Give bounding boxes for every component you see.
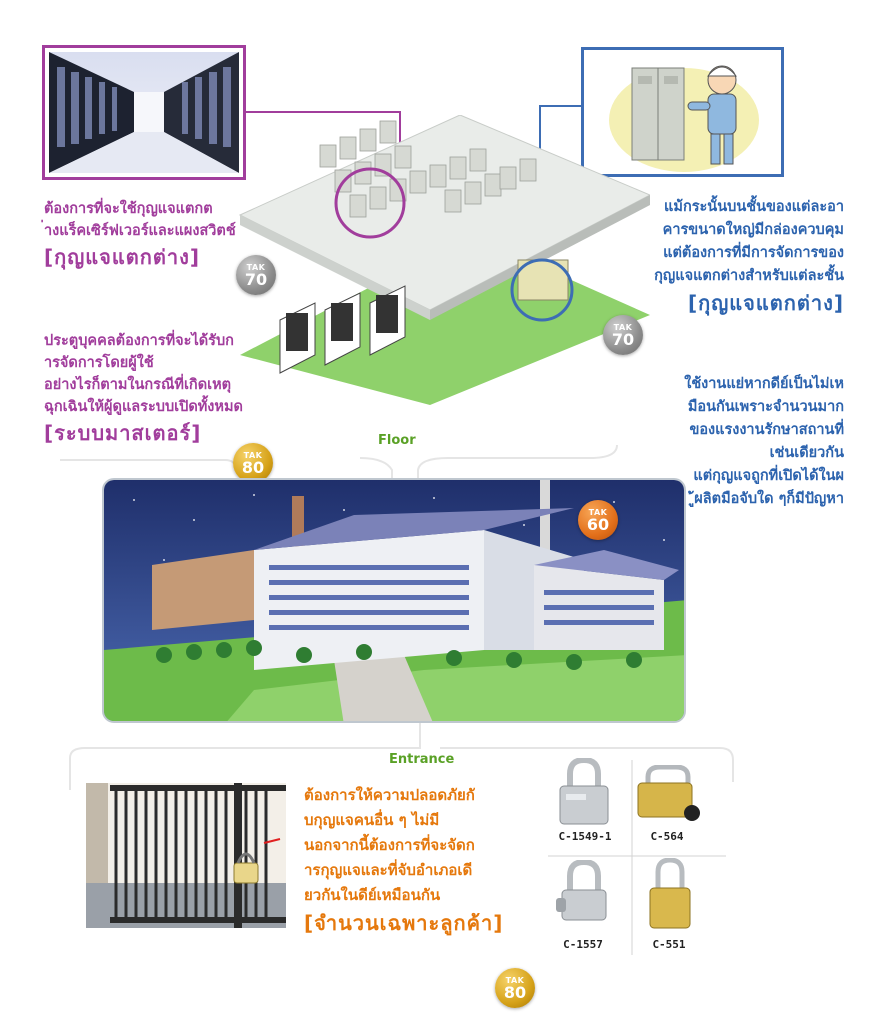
tak-badge-control-box: TAK 70 xyxy=(603,315,643,355)
maintenance-line: แต่กุญแจถูกที่เปิดได้ในผ xyxy=(693,468,844,484)
badge-tak-label: TAK xyxy=(246,262,266,272)
master-system-text: ประตูบุคคลต้องการที่จะได้รับก ารจัดการโด… xyxy=(44,330,314,448)
maintenance-line: ใช้งานแย่หากดีย์เป็นไม่เห xyxy=(684,376,844,392)
floor-illustration xyxy=(238,115,650,405)
product-label: C-1557 xyxy=(563,938,603,951)
badge-tak-label: TAK xyxy=(588,507,608,517)
master-line: อย่างไรก็ตามในกรณีที่เกิดเหตุ xyxy=(44,377,232,393)
entrance-tag: [จำนวนเฉพาะลูกค้า] xyxy=(304,911,504,935)
tak-badge-server-rack: TAK 70 xyxy=(236,255,276,295)
padlock-cylinder-icon xyxy=(556,860,607,921)
server-room-photo xyxy=(42,45,246,180)
floor-label: Floor xyxy=(378,433,416,448)
product-label: C-551 xyxy=(652,938,686,951)
maintenance-line: มือนกันเพราะจำนวนมาก xyxy=(687,399,844,415)
control-box-line: คารขนาดใหญ่มีกล่องควบคุม xyxy=(662,222,844,238)
entrance-line: ยวกันในดีย์เหมือนกัน xyxy=(304,886,441,904)
maintenance-line: ของแรงงานรักษาสถานที่ xyxy=(689,422,844,438)
control-box-line: กุญแจแตกต่างสำหรับแต่ละชั้น xyxy=(654,268,844,284)
badge-number: 70 xyxy=(611,329,635,349)
badge-number: 80 xyxy=(241,457,265,477)
server-rack-text: ต้องการที่จะใช้กุญแจแตกต ่างแร็คเซิร์ฟเว… xyxy=(44,198,304,272)
entrance-line: ารกุญแจและที่จับอำเภอเดี xyxy=(304,861,473,879)
maintenance-line: เช่นเดียวกัน xyxy=(769,445,844,461)
product-label: C-564 xyxy=(650,830,684,843)
master-line: ฉุกเฉินให้ผู้ดูแลระบบเปิดทั้งหมด xyxy=(44,399,243,415)
entrance-line: บกุญแจคนอื่น ๆ ไม่มี xyxy=(304,811,440,829)
padlock-brass-icon xyxy=(649,858,691,929)
badge-tak-label: TAK xyxy=(613,322,633,332)
tak-badge-maintenance: TAK 60 xyxy=(578,500,618,540)
badge-tak-label: TAK xyxy=(505,975,525,985)
master-line: ารจัดการโดยผู้ใช้ xyxy=(44,355,154,371)
control-box-text: แม้กระนั้นบนชั้นของแต่ละอา คารขนาดใหญ่มี… xyxy=(560,196,844,318)
maintenance-text: ใช้งานแย่หากดีย์เป็นไม่เห มือนกันเพราะจำ… xyxy=(590,373,844,511)
control-box-tag: [กุญแจแตกต่าง] xyxy=(687,291,844,315)
master-tag: [ระบบมาสเตอร์] xyxy=(44,421,202,445)
padlock-silver-icon xyxy=(559,758,609,825)
product-grid-lines xyxy=(548,760,726,955)
padlock-brass-shutter-icon xyxy=(637,765,700,821)
entrance-line: นอกจากนี้ต้องการที่จะจัดก xyxy=(304,836,475,854)
entrance-line: ต้องการให้ความปลอดภัยกั xyxy=(304,786,475,804)
control-box-illustration xyxy=(581,47,784,177)
tak-badge-entrance: TAK 80 xyxy=(495,968,535,1008)
gate-illustration xyxy=(86,783,286,928)
master-line: ประตูบุคคลต้องการที่จะได้รับก xyxy=(44,333,234,349)
badge-number: 70 xyxy=(244,269,268,289)
badge-number: 80 xyxy=(503,982,527,1002)
badge-number: 60 xyxy=(586,514,610,534)
entrance-text: ต้องการให้ความปลอดภัยกั บกุญแจคนอื่น ๆ ไ… xyxy=(304,783,544,938)
entrance-label: Entrance xyxy=(389,752,455,767)
maintenance-line: ู้ผลิตมือจับใด ๆก็มีปัญหา xyxy=(694,491,844,507)
server-rack-line: ่างแร็คเซิร์ฟเวอร์และแผงสวิตช์ xyxy=(44,223,236,239)
product-label: C-1549-1 xyxy=(558,830,612,843)
control-box-line: แต่ต้องการที่มีการจัดการของ xyxy=(663,245,844,261)
tak-badge-master: TAK 80 xyxy=(233,443,273,483)
server-rack-line: ต้องการที่จะใช้กุญแจแตกต xyxy=(44,201,213,217)
server-rack-tag: [กุญแจแตกต่าง] xyxy=(44,245,201,269)
badge-tak-label: TAK xyxy=(243,450,263,460)
control-box-line: แม้กระนั้นบนชั้นของแต่ละอา xyxy=(664,199,844,215)
